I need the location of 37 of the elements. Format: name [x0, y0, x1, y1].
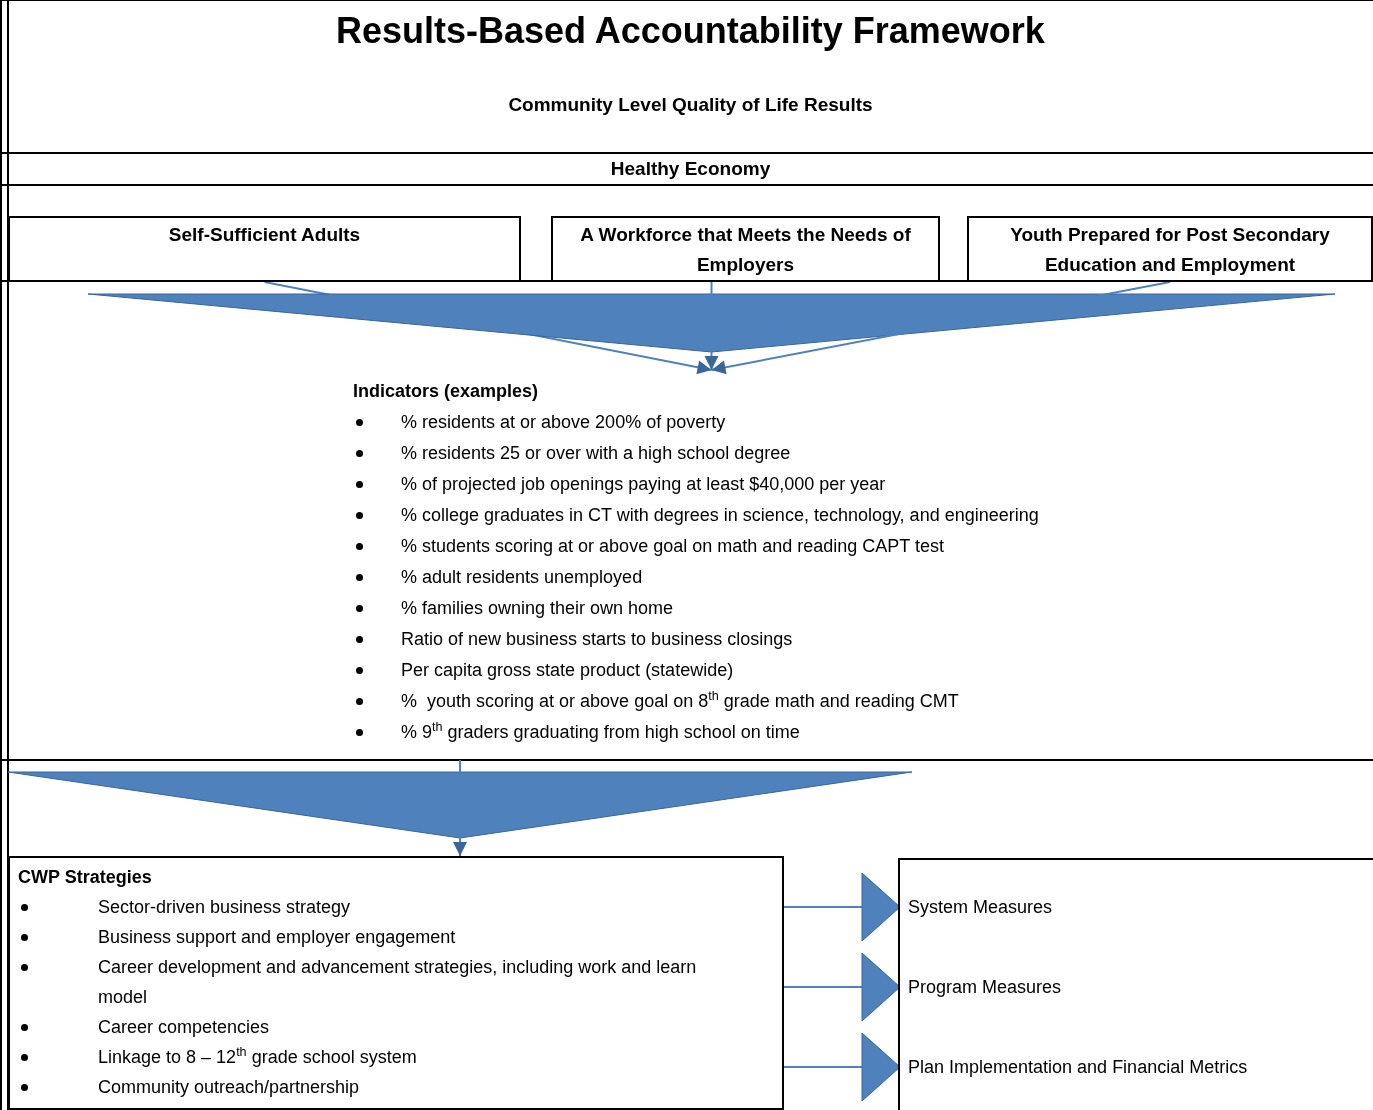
chevron-arrow	[783, 872, 901, 942]
heading-text: Community Level Quality of Life Results	[508, 94, 873, 115]
heading-text: A Workforce that Meets the Needs of Employers	[580, 224, 911, 275]
result-box	[8, 216, 521, 282]
section-heading: CWP Strategies	[18, 866, 153, 889]
measure-label: Plan Implementation and Financial Metrics	[900, 1052, 1373, 1082]
bullet-item: % of projected job openings paying at least $40,000 per year	[353, 469, 1373, 500]
bullet-item: % 9$^{th}$ graders graduating from high school on time	[353, 717, 1373, 748]
bullet-item: Sector-driven business strategy	[18, 892, 742, 922]
chevron-arrow	[710, 281, 1171, 375]
bullet-item: Ratio of new business starts to business closings	[353, 624, 1373, 655]
title: Results-Based Accountability Framework	[336, 10, 1045, 52]
bullet-item: % residents 25 or over with a high school degree	[353, 438, 1373, 469]
bullet-item: Community outreach/partnership	[18, 1072, 742, 1102]
heading-text: Youth Prepared for Post Secondary Education and Employment	[1010, 224, 1330, 275]
bullet-item: Per capita gross state product (statewide)	[353, 655, 1373, 686]
measure-label: System Measures	[900, 892, 1360, 922]
result-box	[551, 216, 940, 282]
bullet-item: % residents at or above 200% of poverty	[353, 407, 1373, 438]
bullet-item: % families owning their own home	[353, 593, 1373, 624]
content-box	[8, 856, 784, 1110]
section-heading: Indicators (examples)	[353, 380, 540, 403]
bullet-item: % youth scoring at or above goal on 8$^{th}$ grade math and reading CMT	[353, 686, 1373, 717]
heading-text: Self-Sufficient Adults	[168, 224, 361, 245]
chevron-arrow	[783, 952, 901, 1022]
bullet-item: Linkage to 8 – 12$^{th}$ grade school system	[18, 1042, 742, 1072]
bullet-item: Career development and advancement strategies, including work and learn model	[18, 952, 742, 1012]
bullet-item: % adult residents unemployed	[353, 562, 1373, 593]
measure-label: Program Measures	[900, 972, 1360, 1002]
bullet-item: Career competencies	[18, 1012, 742, 1042]
bullet-item: % college graduates in CT with degrees in science, technology, and engineering	[353, 500, 1373, 531]
chevron-arrow	[783, 1032, 901, 1102]
result-box	[967, 216, 1373, 282]
bullet-item: Business support and employer engagement	[18, 922, 742, 952]
heading-text: Healthy Economy	[610, 158, 771, 179]
bullet-item: % students scoring at or above goal on math and reading CAPT test	[353, 531, 1373, 562]
measures-panel	[898, 858, 1373, 1110]
